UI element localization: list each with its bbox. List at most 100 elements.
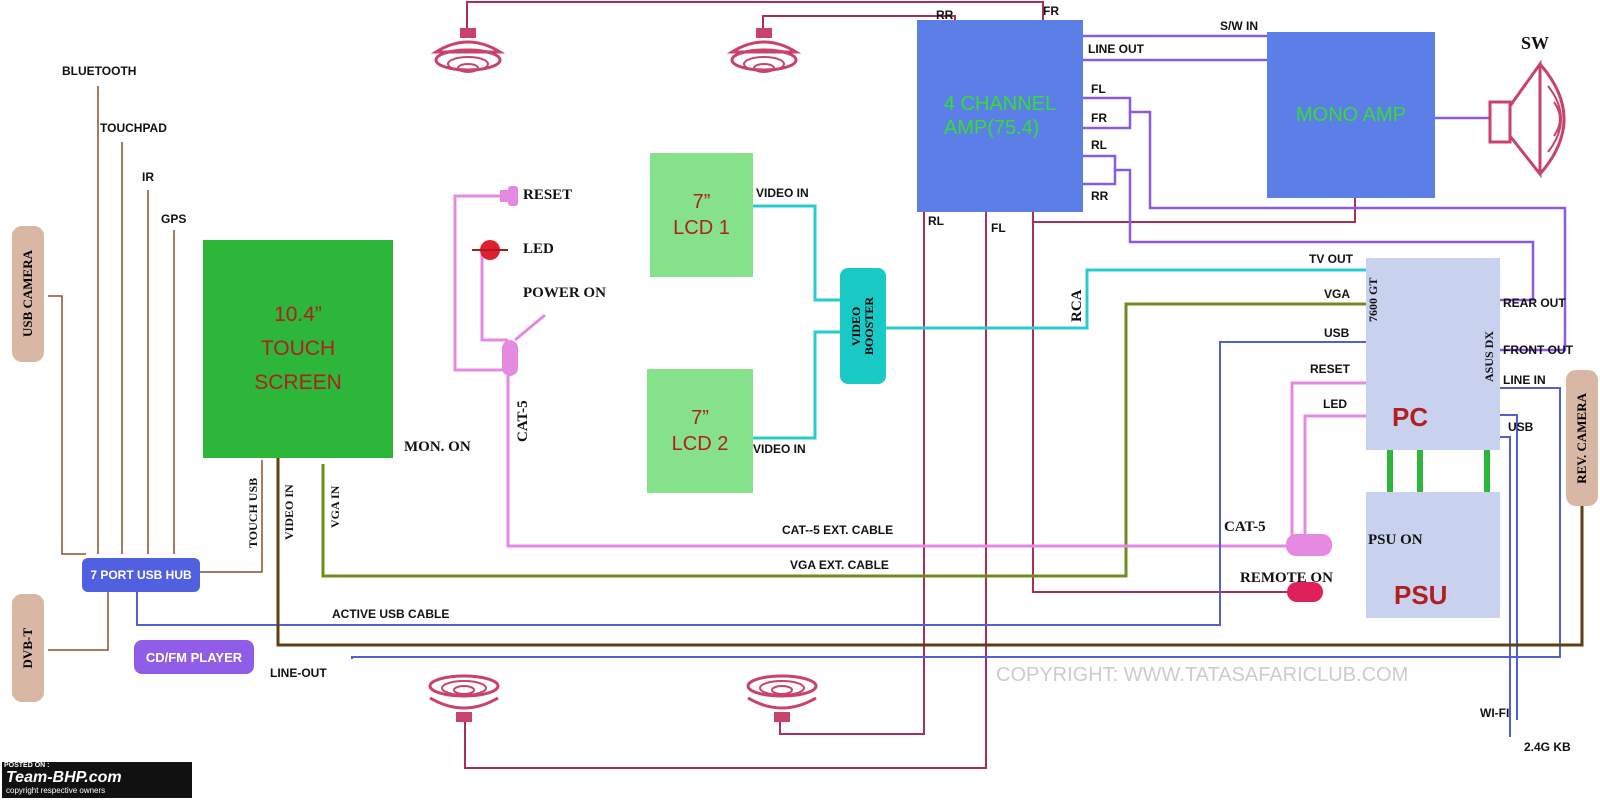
label-tv-out: TV OUT <box>1309 252 1353 266</box>
pc-box: PC <box>1366 258 1500 450</box>
reset-button-icon <box>500 186 518 206</box>
wires-usb-peripherals <box>48 86 263 651</box>
copyright-text: COPYRIGHT: WWW.TATASAFARICLUB.COM <box>996 664 1409 686</box>
touch-line3: SCREEN <box>254 371 342 394</box>
label-mon-on: MON. ON <box>404 439 471 455</box>
pc-psu-connectors <box>1387 450 1490 492</box>
amp-4-line1: 4 CHANNEL <box>943 93 1057 115</box>
label-amp-rr: RR <box>1091 189 1109 203</box>
label-touchpad: TOUCHPAD <box>100 121 167 135</box>
label-power-on: POWER ON <box>523 285 606 301</box>
watermark-brand: Team-BHP.com <box>6 769 122 786</box>
label-remote-on: REMOTE ON <box>1240 570 1333 586</box>
label-bluetooth: BLUETOOTH <box>62 64 137 78</box>
label-rr-top: RR <box>936 8 954 22</box>
lcd-2: 7” LCD 2 <box>647 369 753 493</box>
wires-usb-blue <box>136 341 1561 737</box>
wires-speakers-top <box>466 1 1044 30</box>
video-booster-label: VIDEO BOOSTER <box>849 296 876 356</box>
label-reset-pc: RESET <box>1310 362 1351 376</box>
remote-on-connector <box>1287 582 1323 602</box>
speaker-rl-icon <box>726 28 802 73</box>
lcd2-line1: 7” <box>691 407 709 429</box>
led-icon <box>472 240 508 260</box>
label-rca: RCA <box>1069 289 1085 323</box>
sw-label: SW <box>1521 33 1550 53</box>
label-line-in: LINE IN <box>1503 373 1546 387</box>
watermark-posted-on: POSTED ON : <box>4 762 50 769</box>
label-vga-ext-cable: VGA EXT. CABLE <box>790 558 889 572</box>
label-line-out: LINE OUT <box>1088 42 1144 56</box>
label-video-in-vertical: VIDEO IN <box>282 484 296 540</box>
label-front-out: FRONT OUT <box>1503 343 1573 357</box>
amp-4-line2: AMP(75.4) <box>943 117 1040 139</box>
label-fr-top: FR <box>1043 4 1059 18</box>
label-touch-usb: TOUCH USB <box>246 477 260 548</box>
wires-video-brown <box>276 458 1584 647</box>
label-cat5-vertical: CAT-5 <box>515 400 531 442</box>
vb-line2: BOOSTER <box>862 296 876 356</box>
label-led-pc: LED <box>1323 397 1347 411</box>
dvb-t-pill: DVB-T <box>12 594 44 702</box>
cat5-connector <box>1286 534 1332 556</box>
usb-camera-pill: USB CAMERA <box>12 226 44 362</box>
label-amp-fr: FR <box>1091 111 1107 125</box>
teambhp-watermark: POSTED ON : Team-BHP.com copyright respe… <box>2 762 192 798</box>
touch-line1: 10.4” <box>274 303 322 326</box>
lcd2-line2: LCD 2 <box>671 433 729 455</box>
power-switch-icon <box>502 340 518 376</box>
label-ir: IR <box>142 170 154 184</box>
vb-line1: VIDEO <box>849 306 863 346</box>
label-amp-fl: FL <box>1091 82 1106 96</box>
label-amp-bottom-fl: FL <box>991 221 1006 235</box>
label-video-in-1: VIDEO IN <box>756 186 809 200</box>
psu-box: PSU <box>1366 492 1500 618</box>
label-led: LED <box>523 241 554 257</box>
label-gps: GPS <box>161 212 187 226</box>
wires-video-cyan <box>753 204 1366 440</box>
label-vga-in: VGA IN <box>328 485 342 528</box>
speaker-fr-icon <box>746 674 818 722</box>
label-rear-out: REAR OUT <box>1503 296 1566 310</box>
label-cat5-ext-cable: CAT--5 EXT. CABLE <box>782 523 894 537</box>
wires-pink <box>453 194 1366 548</box>
wires-vga-olive <box>321 302 1366 578</box>
label-line-out-bottom: LINE-OUT <box>270 666 327 680</box>
pc-model: ASUS DX <box>1482 330 1496 382</box>
pc-gpu: 7600 GT <box>1366 277 1380 322</box>
cd-fm-player: CD/FM PLAYER <box>134 640 254 674</box>
label-amp-rl: RL <box>1091 138 1107 152</box>
label-psu-on: PSU ON <box>1368 532 1423 548</box>
label-active-usb-cable: ACTIVE USB CABLE <box>332 607 450 621</box>
speaker-rr-icon <box>430 28 506 73</box>
wires-amp-purple <box>1083 34 1567 352</box>
touch-line2: TOUCH <box>260 337 336 360</box>
label-usb-right: USB <box>1508 420 1534 434</box>
psu-label: PSU <box>1394 580 1448 610</box>
label-kb: 2.4G KB <box>1524 740 1571 754</box>
amp-4-channel: 4 CHANNEL AMP(75.4) <box>917 20 1083 212</box>
usb-hub: 7 PORT USB HUB <box>82 558 200 592</box>
label-wifi: WI-FI <box>1480 706 1510 720</box>
rev-camera-pill: REV. CAMERA <box>1566 370 1598 506</box>
label-reset: RESET <box>523 187 573 203</box>
label-cat5-right: CAT-5 <box>1224 519 1266 535</box>
watermark-copyright: copyright respective owners <box>6 786 106 795</box>
label-amp-bottom-rl: RL <box>928 214 944 228</box>
wires-speakers-bottom <box>464 196 1356 769</box>
label-video-in-2: VIDEO IN <box>753 442 806 456</box>
label-usb-pc: USB <box>1324 326 1350 340</box>
pc-label: PC <box>1392 402 1429 432</box>
label-vga: VGA <box>1324 287 1351 301</box>
speaker-fl-icon <box>428 674 500 722</box>
dvb-t-label: DVB-T <box>20 627 35 669</box>
touch-screen: 10.4” TOUCH SCREEN <box>203 240 393 458</box>
rev-camera-label: REV. CAMERA <box>1574 392 1589 484</box>
subwoofer-icon <box>1488 59 1566 179</box>
lcd-1: 7” LCD 1 <box>650 153 753 277</box>
usb-camera-label: USB CAMERA <box>20 250 35 338</box>
lcd1-line2: LCD 1 <box>673 217 730 239</box>
label-sw-in: S/W IN <box>1220 19 1258 33</box>
amp-4-channel-title: 4 CHANNEL AMP(75.4) <box>944 92 1056 140</box>
